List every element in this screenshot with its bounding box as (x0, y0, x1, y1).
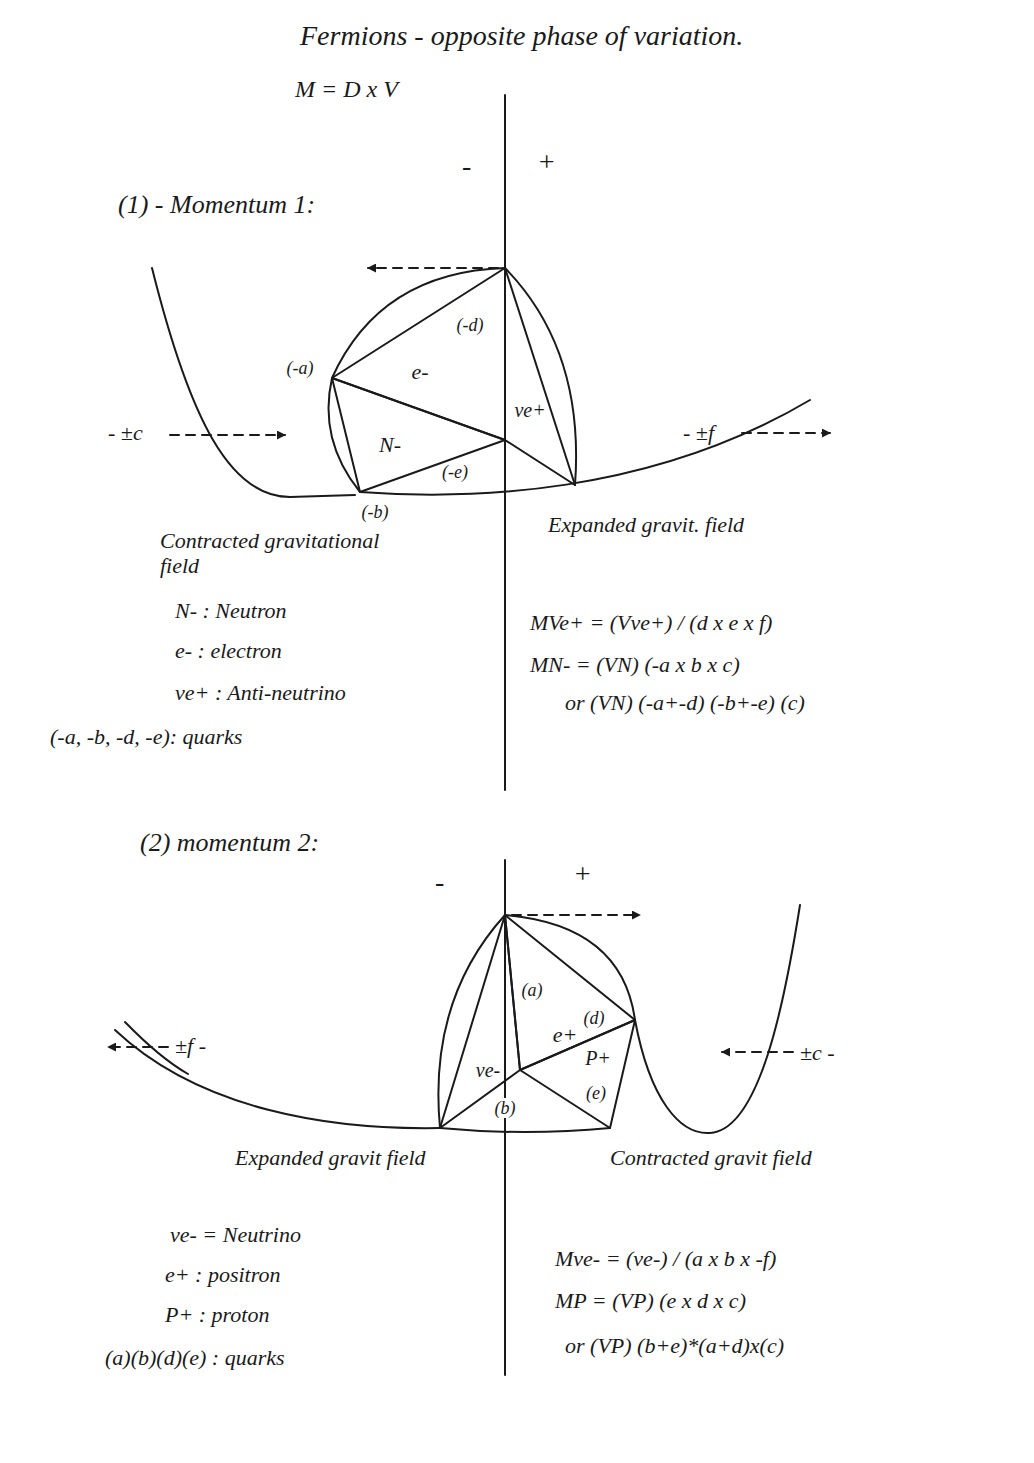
particle-region: e+ (505, 915, 635, 1070)
particle-region: ve+ (505, 268, 575, 485)
text-label: ±c - (800, 1040, 835, 1065)
region-outline (332, 268, 505, 440)
text-label: (-a) (287, 358, 314, 379)
text-label: Expanded gravit field (235, 1145, 426, 1170)
particle-label: P+ (585, 1047, 611, 1070)
text-label: - (435, 866, 444, 898)
text-label: e+ : positron (165, 1262, 280, 1287)
particle-region: P+ (520, 1020, 635, 1128)
region-outline-shape (332, 378, 505, 492)
region-outline-shape (440, 915, 520, 1128)
particle-label: ve+ (514, 399, 545, 422)
text-label: P+ : proton (165, 1302, 269, 1327)
field-curve (440, 1128, 610, 1132)
text-label: + (537, 146, 556, 178)
text-label: (-d) (457, 315, 484, 336)
dashed-arrow (742, 432, 830, 434)
contracted-field-curve (635, 905, 800, 1133)
region-outline (332, 378, 505, 492)
region-outline (520, 1020, 635, 1128)
region-outline-shape (520, 1020, 635, 1128)
text-label: + (573, 858, 592, 890)
region-outline-shape (505, 268, 575, 485)
particle-label: ve- (474, 1059, 502, 1082)
text-label: (-a, -b, -d, -e): quarks (50, 724, 242, 749)
text-label: MP = (VP) (e x d x c) (555, 1288, 746, 1313)
text-label: N- : Neutron (175, 598, 287, 623)
text-label: - ±f (683, 420, 714, 445)
text-label: Contracted gravit field (610, 1145, 812, 1170)
region-outline (505, 268, 575, 485)
dashed-arrow (108, 1046, 168, 1048)
text-label: (-e) (442, 462, 468, 483)
text-label: (a) (522, 980, 543, 1001)
text-label: Expanded gravit. field (548, 512, 744, 537)
text-label: MN- = (VN) (-a x b x c) (530, 652, 740, 677)
text-label: (a)(b)(d)(e) : quarks (105, 1345, 285, 1370)
dashed-arrow (368, 267, 498, 269)
particle-label: e+ (553, 1022, 578, 1047)
region-outline-shape (505, 915, 635, 1070)
contracted-field-curve (152, 268, 355, 497)
region-outline-shape (332, 268, 505, 440)
text-label: e- : electron (175, 638, 282, 663)
text-label: - ±c (108, 420, 143, 445)
expanded-field-curve (360, 400, 810, 495)
axis-line (504, 95, 506, 790)
particle-arc (505, 268, 576, 485)
text-label: (2) momentum 2: (140, 828, 319, 858)
text-label: ve- = Neutrino (170, 1222, 301, 1247)
text-label: - (462, 150, 471, 182)
text-label: or (VP) (b+e)*(a+d)x(c) (565, 1333, 784, 1358)
dashed-arrow (722, 1051, 793, 1053)
text-label: (-b) (362, 502, 389, 523)
dashed-arrow (170, 434, 285, 436)
text-label: (1) - Momentum 1: (118, 190, 315, 220)
text-label: Contracted gravitational field (160, 528, 410, 579)
particle-region: e- (332, 268, 505, 440)
dashed-arrow (512, 914, 640, 916)
text-label: or (VN) (-a+-d) (-b+-e) (c) (565, 690, 805, 715)
expanded-field-curve (115, 1030, 440, 1128)
text-label: (d) (584, 1008, 605, 1029)
particle-label: e- (411, 359, 428, 384)
text-label: (e) (586, 1083, 606, 1104)
title-text: Fermions - opposite phase of variation. (300, 20, 743, 52)
text-label: ve+ : Anti-neutrino (175, 680, 346, 705)
text-label: (b) (493, 1098, 518, 1119)
text-label: M = D x V (295, 76, 398, 104)
text-label: MVe+ = (Vve+) / (d x e x f) (530, 610, 772, 635)
particle-region: N- (332, 378, 505, 492)
text-label: ±f - (175, 1033, 206, 1058)
particle-label: N- (379, 432, 401, 457)
text-label: Mve- = (ve-) / (a x b x -f) (555, 1246, 776, 1271)
region-outline (440, 915, 520, 1128)
particle-region: ve- (440, 915, 520, 1128)
